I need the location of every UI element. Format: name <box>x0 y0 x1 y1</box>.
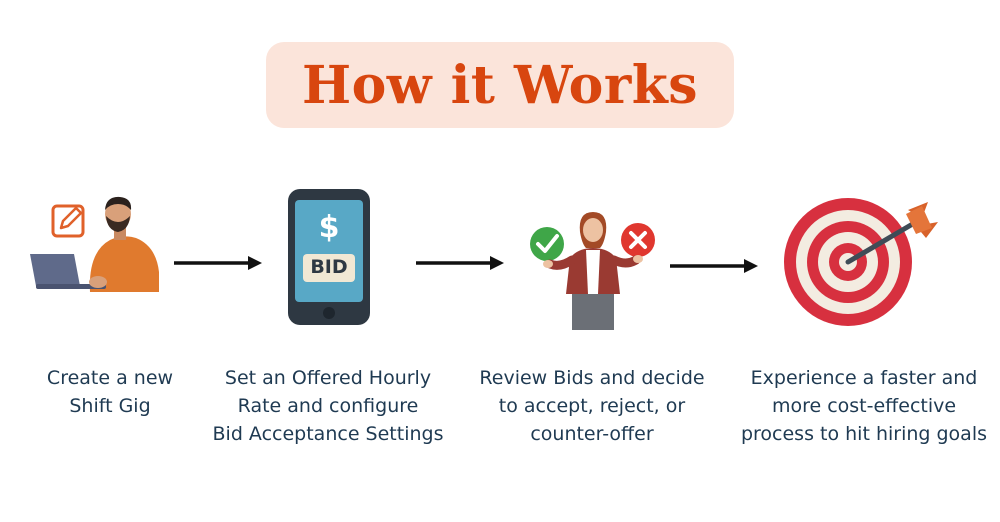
caption-line: Bid Acceptance Settings <box>212 423 444 445</box>
step-4-caption: Experience a faster and more cost-effect… <box>732 364 996 448</box>
arrow-right-icon <box>416 256 504 270</box>
person-accept-reject-icon <box>530 212 655 330</box>
caption-line: to accept, reject, or <box>498 395 686 417</box>
phone-bid-icon: $ BID <box>287 188 371 326</box>
page-title: How it Works <box>301 54 699 116</box>
caption-line: Rate and configure <box>237 395 419 417</box>
caption-line: Review Bids and decide <box>479 367 705 389</box>
target-arrow-icon <box>784 198 938 326</box>
caption-line: counter-offer <box>530 423 654 445</box>
caption-line: Create a new <box>46 367 174 389</box>
dollar-sign: $ <box>318 210 340 245</box>
caption-line: Shift Gig <box>69 395 151 417</box>
bid-label: BID <box>310 256 348 278</box>
step-2-caption: Set an Offered Hourly Rate and configure… <box>198 364 458 448</box>
caption-line: process to hit hiring goals <box>740 423 988 445</box>
caption-line: Set an Offered Hourly <box>224 367 432 389</box>
caption-line: Experience a faster and <box>750 367 978 389</box>
caption-line: more cost-effective <box>771 395 957 417</box>
step-1-caption: Create a new Shift Gig <box>10 364 210 420</box>
step-3-caption: Review Bids and decide to accept, reject… <box>464 364 720 448</box>
person-laptop-edit-icon <box>30 196 159 292</box>
arrow-right-icon <box>174 256 262 270</box>
title-banner: How it Works <box>266 42 734 128</box>
arrow-right-icon <box>670 259 758 273</box>
